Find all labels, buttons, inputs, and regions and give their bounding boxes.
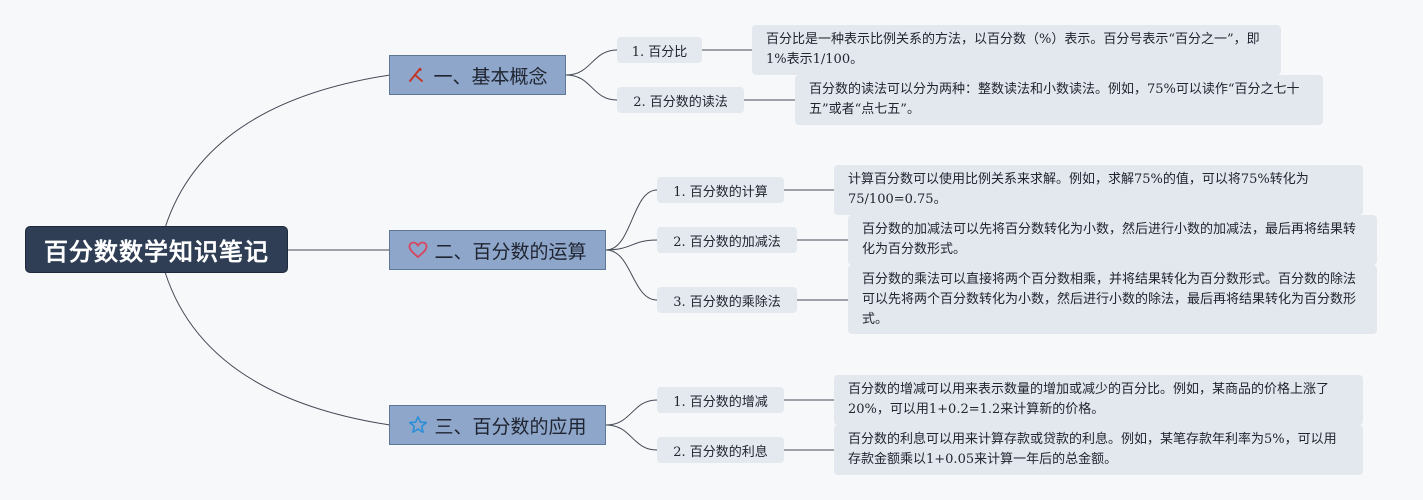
subtopic-label: 1. 百分数的增减 [673, 394, 768, 410]
note-multiply-divide[interactable]: 百分数的乘法可以直接将两个百分数相乘，并将结果转化为百分数形式。百分数的除法可以… [848, 265, 1377, 334]
pencil-ruler-icon [407, 65, 427, 85]
subtopic-add-subtract[interactable]: 2. 百分数的加减法 [657, 227, 797, 253]
note-add-subtract[interactable]: 百分数的加减法可以先将百分数转化为小数，然后进行小数的加减法，最后再将结果转化为… [848, 215, 1377, 265]
connector-b2-sub-2 [605, 239, 658, 251]
subtopic-label: 2. 百分数的加减法 [673, 234, 781, 250]
branch-label: 三、百分数的应用 [434, 415, 587, 438]
connector-root-branch-3 [164, 271, 391, 426]
root-topic[interactable]: 百分数数学知识笔记 [25, 226, 288, 273]
note-text: 百分数的加减法可以先将百分数转化为小数，然后进行小数的加减法，最后再将结果转化为… [862, 222, 1357, 257]
note-text: 百分数的乘法可以直接将两个百分数相乘，并将结果转化为百分数形式。百分数的除法可以… [862, 271, 1357, 327]
note-increase-decrease[interactable]: 百分数的增减可以用来表示数量的增加或减少的百分比。例如，某商品的价格上涨了20%… [834, 375, 1363, 425]
note-text: 计算百分数可以使用比例关系来求解。例如，求解75%的值，可以将75%转化为75/… [848, 172, 1309, 207]
subtopic-interest[interactable]: 2. 百分数的利息 [657, 437, 784, 463]
connector-b2-sub-1 [605, 189, 658, 251]
heart-icon [408, 241, 428, 259]
subtopic-reading[interactable]: 2. 百分数的读法 [617, 87, 744, 113]
branch-basic-concepts[interactable]: 一、基本概念 [389, 55, 566, 95]
subtopic-label: 2. 百分数的读法 [633, 94, 728, 110]
subtopic-percentage[interactable]: 1. 百分比 [617, 37, 702, 63]
subtopic-label: 1. 百分数的计算 [673, 184, 768, 200]
subtopic-label: 1. 百分比 [631, 44, 688, 60]
note-text: 百分数的利息可以用来计算存款或贷款的利息。例如，某笔存款年利率为5%，可以用存款… [848, 432, 1337, 467]
branch-label: 一、基本概念 [433, 65, 548, 88]
subtopic-label: 3. 百分数的乘除法 [673, 294, 781, 310]
connector-b2-sub-3 [605, 249, 658, 301]
note-text: 百分数的增减可以用来表示数量的增加或减少的百分比。例如，某商品的价格上涨了20%… [848, 382, 1330, 417]
connector-b3-sub-1 [605, 399, 658, 426]
subtopic-label: 2. 百分数的利息 [673, 444, 768, 460]
branch-label: 二、百分数的运算 [434, 240, 587, 263]
note-calculation[interactable]: 计算百分数可以使用比例关系来求解。例如，求解75%的值，可以将75%转化为75/… [834, 165, 1363, 215]
connector-root-branch-1 [164, 74, 391, 229]
root-topic-label: 百分数数学知识笔记 [44, 238, 269, 266]
connector-b1-sub-2 [565, 74, 618, 101]
subtopic-multiply-divide[interactable]: 3. 百分数的乘除法 [657, 287, 797, 313]
connector-b3-sub-2 [605, 424, 658, 451]
star-icon [408, 415, 428, 435]
connector-b1-sub-1 [565, 49, 618, 76]
note-text: 百分比是一种表示比例关系的方法，以百分数（%）表示。百分号表示“百分之一”，即1… [766, 32, 1260, 67]
note-percentage[interactable]: 百分比是一种表示比例关系的方法，以百分数（%）表示。百分号表示“百分之一”，即1… [752, 25, 1281, 75]
subtopic-calculation[interactable]: 1. 百分数的计算 [657, 177, 784, 203]
note-interest[interactable]: 百分数的利息可以用来计算存款或贷款的利息。例如，某笔存款年利率为5%，可以用存款… [834, 425, 1363, 475]
branch-operations[interactable]: 二、百分数的运算 [389, 230, 606, 270]
branch-applications[interactable]: 三、百分数的应用 [389, 405, 606, 445]
subtopic-increase-decrease[interactable]: 1. 百分数的增减 [657, 387, 784, 413]
note-reading[interactable]: 百分数的读法可以分为两种：整数读法和小数读法。例如，75%可以读作“百分之七十五… [795, 75, 1323, 125]
note-text: 百分数的读法可以分为两种：整数读法和小数读法。例如，75%可以读作“百分之七十五… [809, 82, 1300, 117]
